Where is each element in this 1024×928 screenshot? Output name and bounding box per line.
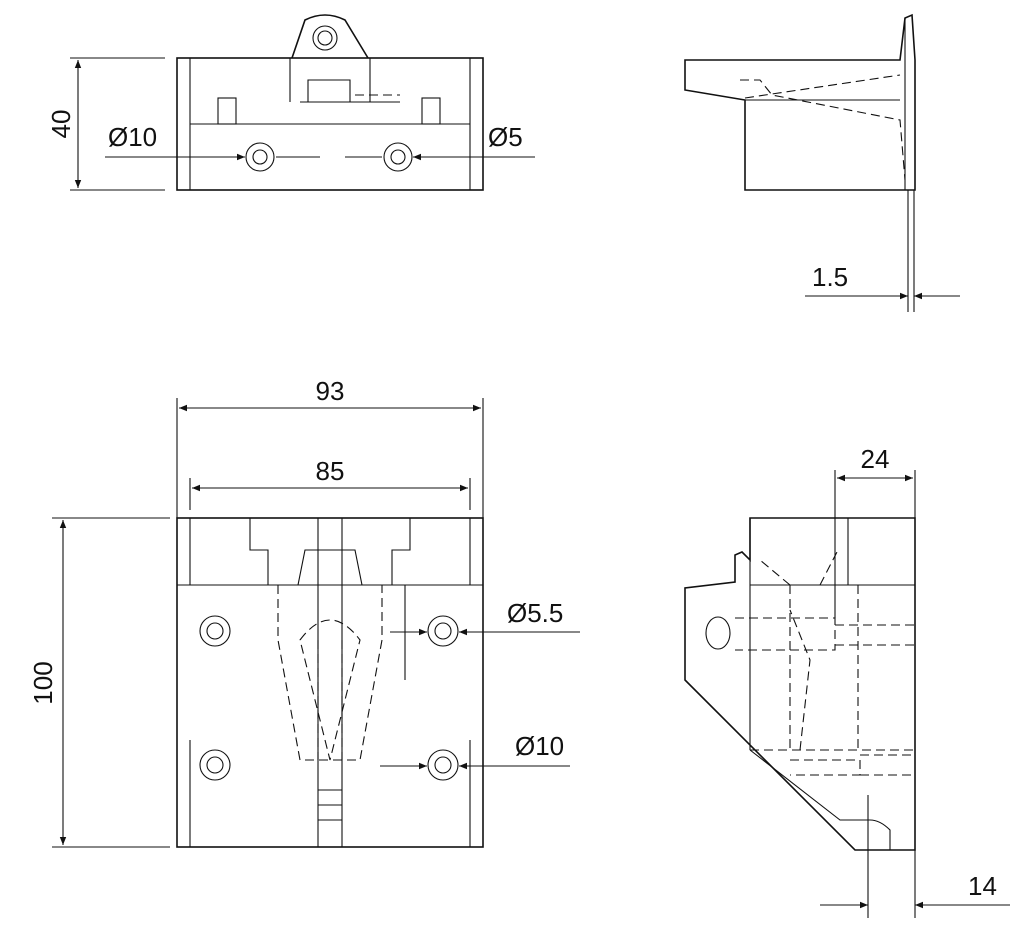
dim-93: 93	[316, 376, 345, 406]
dim-14: 14	[968, 871, 997, 901]
bottom-front-view: 93 85 100 Ø5.5 Ø10	[28, 376, 580, 848]
dim-100: 100	[28, 661, 58, 704]
dim-dia5-5: Ø5.5	[507, 598, 563, 628]
dim-85: 85	[316, 456, 345, 486]
hole-ur	[427, 615, 459, 647]
hole-lr	[427, 749, 459, 781]
hole-left	[245, 142, 275, 172]
top-front-view: 40 Ø10 Ø5	[46, 14, 535, 191]
bottom-side-view: 24 14	[684, 444, 1010, 918]
dim-24: 24	[861, 444, 890, 474]
top-side-view: 1.5	[684, 13, 960, 312]
dim-dia10-top: Ø10	[108, 122, 157, 152]
dim-40: 40	[46, 110, 76, 139]
hole-right	[383, 142, 413, 172]
dim-dia10-bottom: Ø10	[515, 731, 564, 761]
dim-dia5: Ø5	[488, 122, 523, 152]
dim-1-5: 1.5	[812, 262, 848, 292]
hole-ul	[199, 615, 231, 647]
hole-ll	[199, 749, 231, 781]
